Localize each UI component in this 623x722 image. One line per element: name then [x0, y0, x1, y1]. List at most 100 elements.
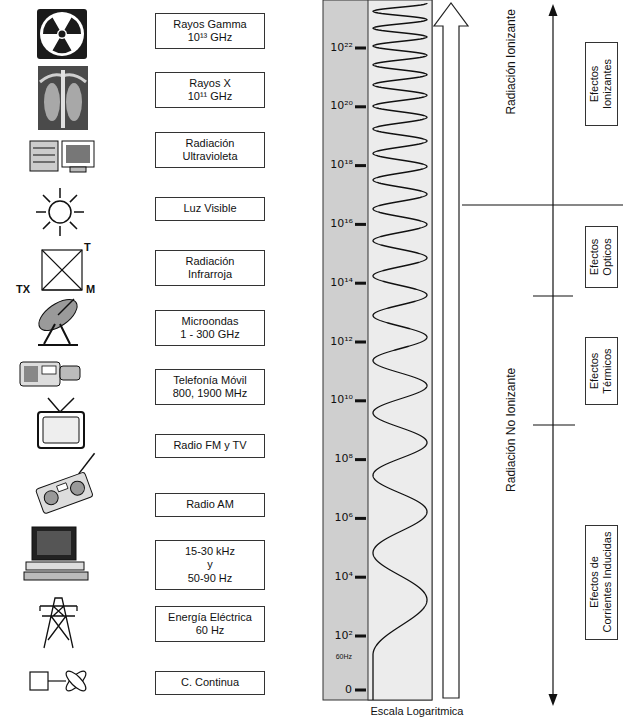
text-holder: Luz Visible	[160, 202, 260, 215]
trefoil-blade	[53, 38, 72, 53]
band-name: Microondas	[182, 315, 239, 328]
dc-fan-icon	[30, 668, 89, 693]
axis-tick-label: 10⁴	[335, 571, 353, 584]
tick-mark	[355, 223, 366, 226]
band-name: Telefonía Móvil	[173, 374, 246, 387]
computer-keyboard	[24, 572, 88, 580]
spectrum-band-box: Radiación Infrarroja	[155, 250, 265, 286]
effect-box: Efectos de Corrientes Inducidas	[585, 525, 618, 640]
effect-box: Efectos Opticos	[585, 226, 618, 288]
effect-label: Efectos de Corrientes Inducidas	[588, 531, 613, 634]
band-value: y	[207, 558, 213, 571]
dish-icon	[34, 293, 83, 345]
axis-tick-label: 60Hz	[336, 653, 352, 661]
ionizing-boundary	[462, 204, 623, 205]
axis-tick-label: 10¹⁰	[330, 394, 353, 407]
infrared-link-icon	[42, 250, 82, 290]
trefoil-blade	[43, 18, 60, 34]
trefoil-blade	[65, 18, 82, 34]
text-holder: Radiación Infrarroja	[160, 255, 260, 281]
text-holder: Efectos Térmicos	[588, 343, 613, 399]
region-label: Radiación Ionizante	[505, 9, 519, 114]
device-stripe	[33, 148, 55, 149]
tick-mark	[355, 517, 366, 520]
range-arrowhead	[549, 694, 558, 706]
tick-mark	[355, 689, 366, 692]
tower-lattice	[40, 598, 77, 648]
tv-cabinet	[38, 412, 84, 448]
wave-curve	[373, 3, 427, 700]
icon-disc	[40, 12, 84, 56]
text-holder: Radio FM y TV	[160, 439, 260, 452]
axis-tick-label: 10¹⁶	[330, 218, 353, 231]
band-name: Rayos Gamma	[173, 18, 246, 31]
range-divider	[533, 424, 575, 425]
band-name: C. Continua	[181, 676, 239, 689]
dish-feed	[58, 299, 74, 315]
effect-label: Efectos Opticos	[588, 232, 613, 282]
wave-band	[368, 0, 432, 700]
spectrum-band-box: Rayos Gamma10¹³ GHz	[155, 13, 265, 49]
axis-tick-label: 10²²	[330, 42, 353, 55]
phone-keypad	[24, 366, 38, 382]
xray-film	[38, 66, 88, 130]
dc-shaft	[48, 680, 66, 681]
computer-monitor	[32, 527, 76, 560]
tick-mark	[355, 105, 366, 108]
phone-base	[20, 362, 60, 386]
device-screen	[66, 145, 90, 163]
spectrum-band-box: Energía Eléctrica60 Hz	[155, 606, 265, 642]
xray-icon	[38, 66, 88, 130]
device-box	[30, 141, 58, 171]
icon-letter: TX	[16, 283, 30, 296]
axis-tick-label: 10⁶	[335, 512, 353, 525]
uv-device-icon	[30, 141, 94, 172]
text-holder: C. Continua	[160, 676, 260, 689]
dc-box	[30, 672, 48, 690]
effect-label: Efectos Ionizantes	[588, 48, 613, 120]
region-label: Radiación No Ionizante	[505, 368, 519, 492]
tick-mark	[355, 282, 366, 285]
computer-screen	[37, 531, 71, 555]
band-name: Energía Eléctrica	[168, 611, 252, 624]
tick-mark	[355, 341, 366, 344]
tick-mark	[355, 164, 366, 167]
band-name: Radiación Ultravioleta	[170, 137, 250, 163]
fan-blade	[63, 668, 88, 693]
icon-ground	[37, 9, 87, 59]
phone-handset	[60, 366, 80, 380]
text-holder: Rayos Gamma10¹³ GHz	[160, 18, 260, 44]
tick-mark	[355, 635, 366, 638]
tick-mark	[355, 47, 366, 50]
band-value: 10¹³ GHz	[188, 31, 233, 44]
text-holder: Telefonía Móvil800, 1900 MHz	[160, 374, 260, 400]
axis-tick-label: 10⁸	[335, 453, 353, 466]
range-divider	[533, 295, 573, 296]
phone-display	[42, 366, 56, 374]
xray-lung	[44, 83, 60, 121]
icon-letter: M	[86, 283, 95, 296]
spectrum-band-box: Radio AM	[155, 493, 265, 516]
radio-speaker	[69, 479, 87, 497]
power-tower-icon	[40, 598, 77, 648]
link-square	[42, 250, 82, 290]
fan-blade	[63, 668, 88, 693]
text-holder: Efectos Ionizantes	[588, 48, 613, 120]
tv-antenna	[48, 398, 74, 412]
frequency-arrow	[434, 3, 468, 698]
axis-tick-label: 10¹⁴	[330, 277, 353, 290]
band-name: Radio AM	[186, 498, 234, 511]
axis-title: Escala Logaritmica	[371, 705, 464, 718]
range-line	[552, 12, 553, 698]
band-name: Radiación Infrarroja	[170, 255, 250, 281]
tick-mark	[355, 576, 366, 579]
axis-tick-label: 0	[345, 684, 352, 697]
spectrum-band-box: Rayos X10¹¹ GHz	[155, 72, 265, 108]
tick-mark	[355, 399, 366, 402]
spectrum-band-box: 15-30 kHzy50-90 Hz	[155, 540, 265, 590]
band-name: Luz Visible	[184, 202, 237, 215]
scale-band	[323, 0, 432, 700]
text-holder: Efectos Opticos	[588, 232, 613, 282]
tv-icon	[38, 398, 84, 448]
